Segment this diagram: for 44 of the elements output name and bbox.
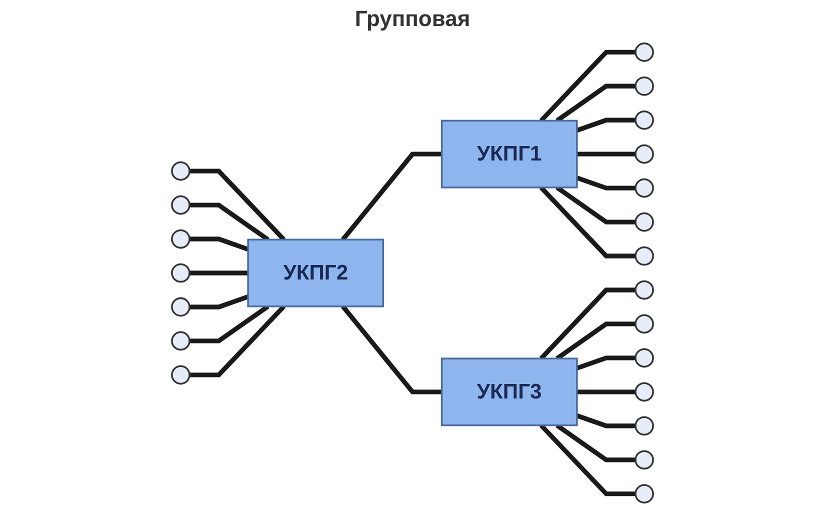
node-box: УКПГ1 bbox=[440, 120, 578, 188]
node-circle bbox=[171, 195, 190, 215]
connector bbox=[576, 118, 636, 133]
node-circle bbox=[634, 144, 654, 164]
connector bbox=[539, 186, 636, 258]
node-circle bbox=[634, 450, 654, 470]
diagram-title: Групповая bbox=[354, 6, 470, 32]
connector bbox=[539, 424, 636, 496]
connector bbox=[576, 413, 636, 428]
connector bbox=[190, 168, 286, 242]
node-box: УКПГ3 bbox=[440, 358, 578, 426]
connector bbox=[341, 152, 442, 242]
connector bbox=[190, 304, 286, 378]
node-circle bbox=[634, 314, 654, 334]
node-circle bbox=[634, 416, 654, 436]
node-circle bbox=[171, 229, 190, 249]
node-circle bbox=[634, 484, 654, 504]
connector bbox=[539, 288, 636, 360]
node-circle bbox=[171, 263, 190, 283]
node-circle bbox=[634, 42, 654, 62]
node-circle bbox=[634, 110, 654, 130]
node-circle bbox=[171, 297, 190, 317]
node-circle bbox=[634, 76, 654, 96]
connector bbox=[556, 186, 636, 224]
connector bbox=[556, 322, 636, 360]
connector bbox=[576, 176, 636, 190]
node-circle bbox=[634, 212, 654, 232]
node-circle bbox=[171, 161, 190, 181]
node-circle bbox=[634, 348, 654, 368]
node-circle bbox=[634, 178, 654, 198]
connector bbox=[190, 236, 249, 252]
node-circle bbox=[634, 280, 654, 300]
connector bbox=[539, 50, 636, 122]
node-circle bbox=[171, 365, 190, 385]
node-circle bbox=[171, 331, 190, 351]
connector bbox=[341, 304, 442, 394]
node-box: УКПГ2 bbox=[247, 238, 384, 308]
node-circle bbox=[634, 382, 654, 402]
connector bbox=[190, 270, 248, 276]
connector bbox=[576, 356, 636, 370]
connector bbox=[576, 152, 636, 156]
node-circle bbox=[634, 246, 654, 266]
connector bbox=[576, 390, 636, 394]
connector bbox=[190, 294, 249, 310]
